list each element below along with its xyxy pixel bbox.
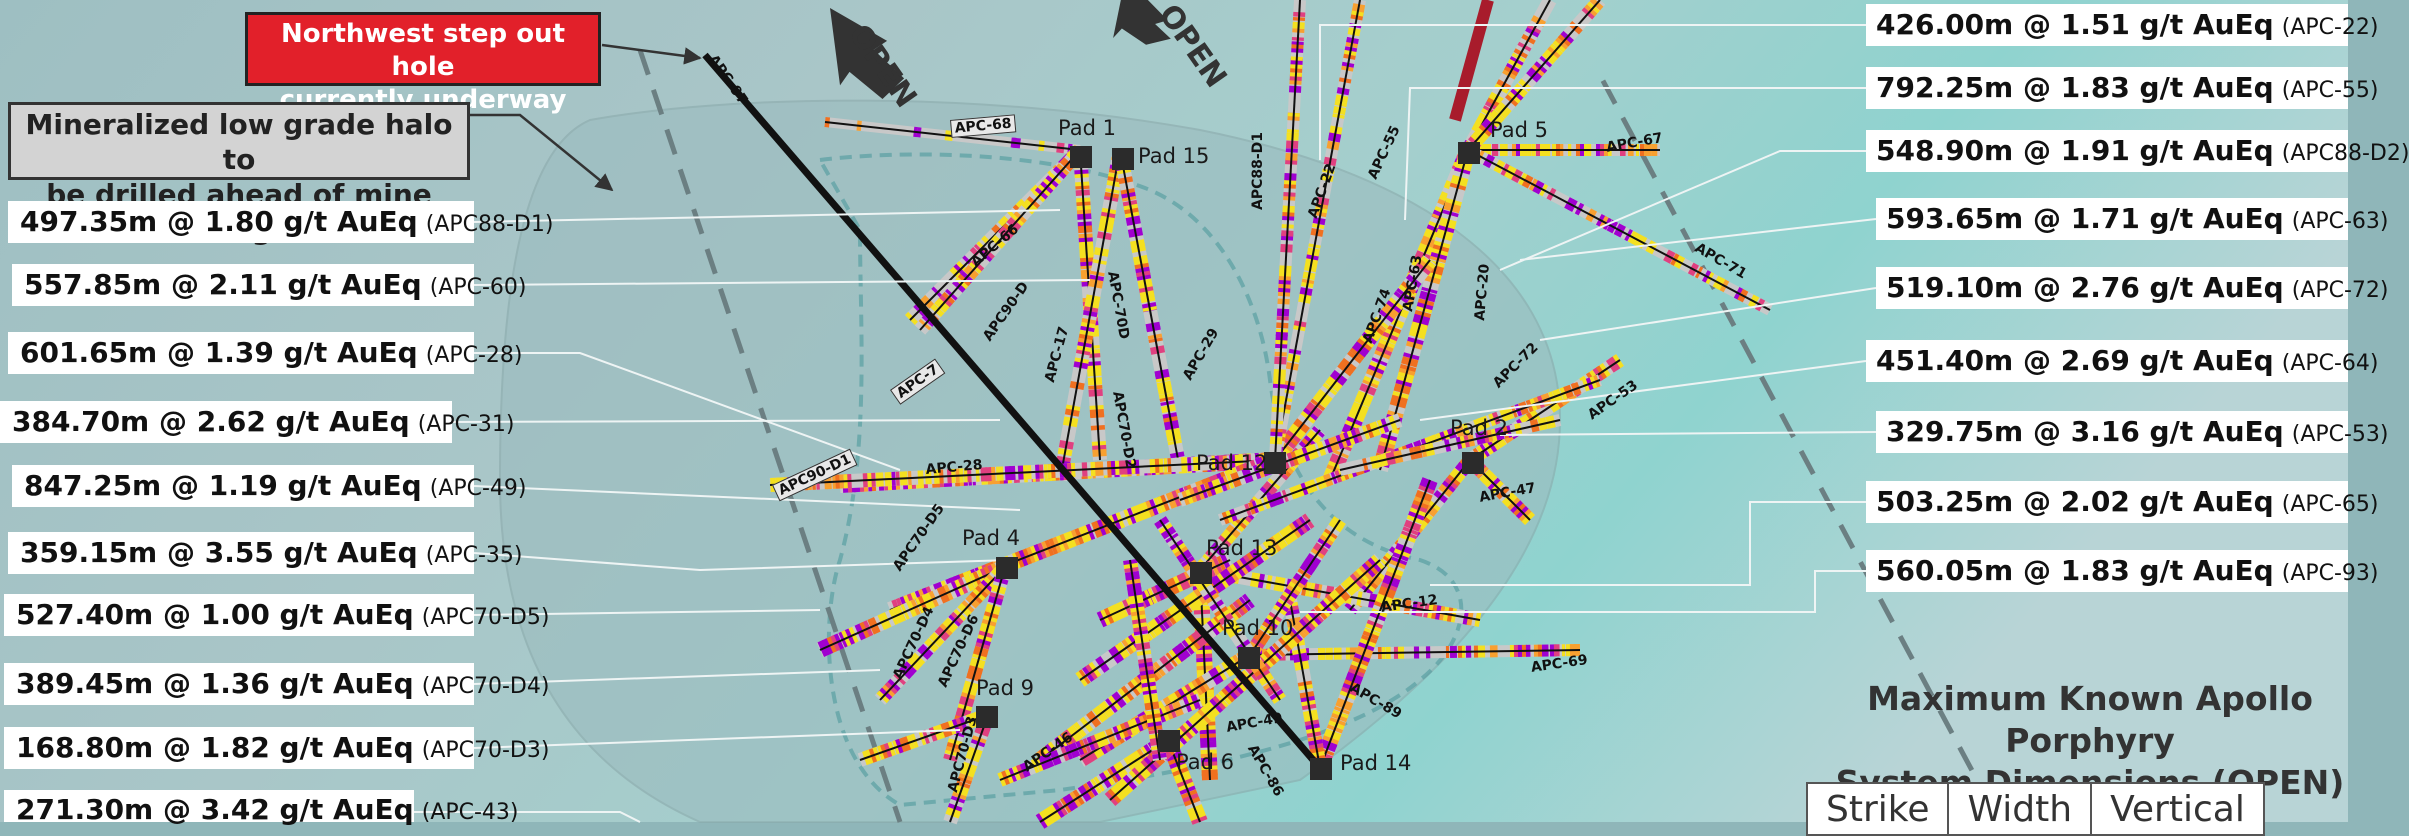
pad-marker <box>1112 148 1134 170</box>
pad-marker <box>1190 562 1212 584</box>
pad-marker <box>976 706 998 728</box>
pad-label: Pad 10 <box>1222 616 1293 640</box>
dimensions-table: Strike Width Vertical <box>1806 782 2265 836</box>
intercept-label: 359.15m @ 3.55 g/t AuEq(APC-35) <box>8 532 474 574</box>
callout-line: Mineralized low grade halo to <box>11 107 467 177</box>
pad-marker <box>996 557 1018 579</box>
intercept-label: 557.85m @ 2.11 g/t AuEq(APC-60) <box>12 264 474 306</box>
dimensions-title-line: Maximum Known Apollo Porphyry <box>1790 678 2390 762</box>
intercept-label: 593.65m @ 1.71 g/t AuEq(APC-63) <box>1876 198 2348 240</box>
intercept-label: 792.25m @ 1.83 g/t AuEq(APC-55) <box>1866 67 2348 109</box>
pad-marker <box>1158 730 1180 752</box>
pad-marker <box>1462 452 1484 474</box>
pad-label: Pad 14 <box>1340 751 1411 775</box>
intercept-label: 426.00m @ 1.51 g/t AuEq(APC-22) <box>1866 4 2348 46</box>
pad-label: Pad 2 <box>1450 416 1508 440</box>
intercept-label: 271.30m @ 3.42 g/t AuEq(APC-43) <box>4 790 414 822</box>
pad-label: Pad 6 <box>1176 750 1234 774</box>
hole-label: APC88-D1 <box>1250 132 1266 210</box>
intercept-label: 329.75m @ 3.16 g/t AuEq(APC-53) <box>1876 411 2348 453</box>
table-row: Strike Width Vertical <box>1807 783 2264 835</box>
intercept-label: 527.40m @ 1.00 g/t AuEq(APC70-D5) <box>4 594 474 636</box>
northwest-callout: Northwest step out hole currently underw… <box>245 12 601 86</box>
table-header: Width <box>1948 783 2091 835</box>
pad-label: Pad 1 <box>1058 116 1116 140</box>
intercept-label: 548.90m @ 1.91 g/t AuEq(APC88-D2) <box>1866 130 2348 172</box>
table-header: Vertical <box>2091 783 2264 835</box>
pad-label: Pad 12 <box>1196 451 1267 475</box>
intercept-label: 560.05m @ 1.83 g/t AuEq(APC-93) <box>1866 550 2348 592</box>
intercept-label: 389.45m @ 1.36 g/t AuEq(APC70-D4) <box>4 663 474 705</box>
pad-label: Pad 4 <box>962 526 1020 550</box>
pad-label: Pad 9 <box>976 676 1034 700</box>
pad-marker <box>1310 758 1332 780</box>
intercept-label: 497.35m @ 1.80 g/t AuEq(APC88-D1) <box>8 201 474 243</box>
pad-label: Pad 13 <box>1206 536 1277 560</box>
pad-marker <box>1070 146 1092 168</box>
pad-marker <box>1458 142 1480 164</box>
intercept-label: 601.65m @ 1.39 g/t AuEq(APC-28) <box>8 332 474 374</box>
pad-label: Pad 15 <box>1138 144 1209 168</box>
intercept-label: 384.70m @ 2.62 g/t AuEq(APC-31) <box>0 401 452 443</box>
intercept-label: 519.10m @ 2.76 g/t AuEq(APC-72) <box>1876 267 2348 309</box>
intercept-label: 847.25m @ 1.19 g/t AuEq(APC-49) <box>12 465 474 507</box>
intercept-label: 503.25m @ 2.02 g/t AuEq(APC-65) <box>1866 481 2348 523</box>
intercept-label: 451.40m @ 2.69 g/t AuEq(APC-64) <box>1866 340 2348 382</box>
intercept-label: 168.80m @ 1.82 g/t AuEq(APC70-D3) <box>4 727 474 769</box>
halo-callout: Mineralized low grade halo to be drilled… <box>8 102 470 180</box>
pad-label: Pad 5 <box>1490 118 1548 142</box>
pad-marker <box>1238 647 1260 669</box>
table-header: Strike <box>1807 783 1948 835</box>
callout-line: Northwest step out hole <box>248 18 598 84</box>
